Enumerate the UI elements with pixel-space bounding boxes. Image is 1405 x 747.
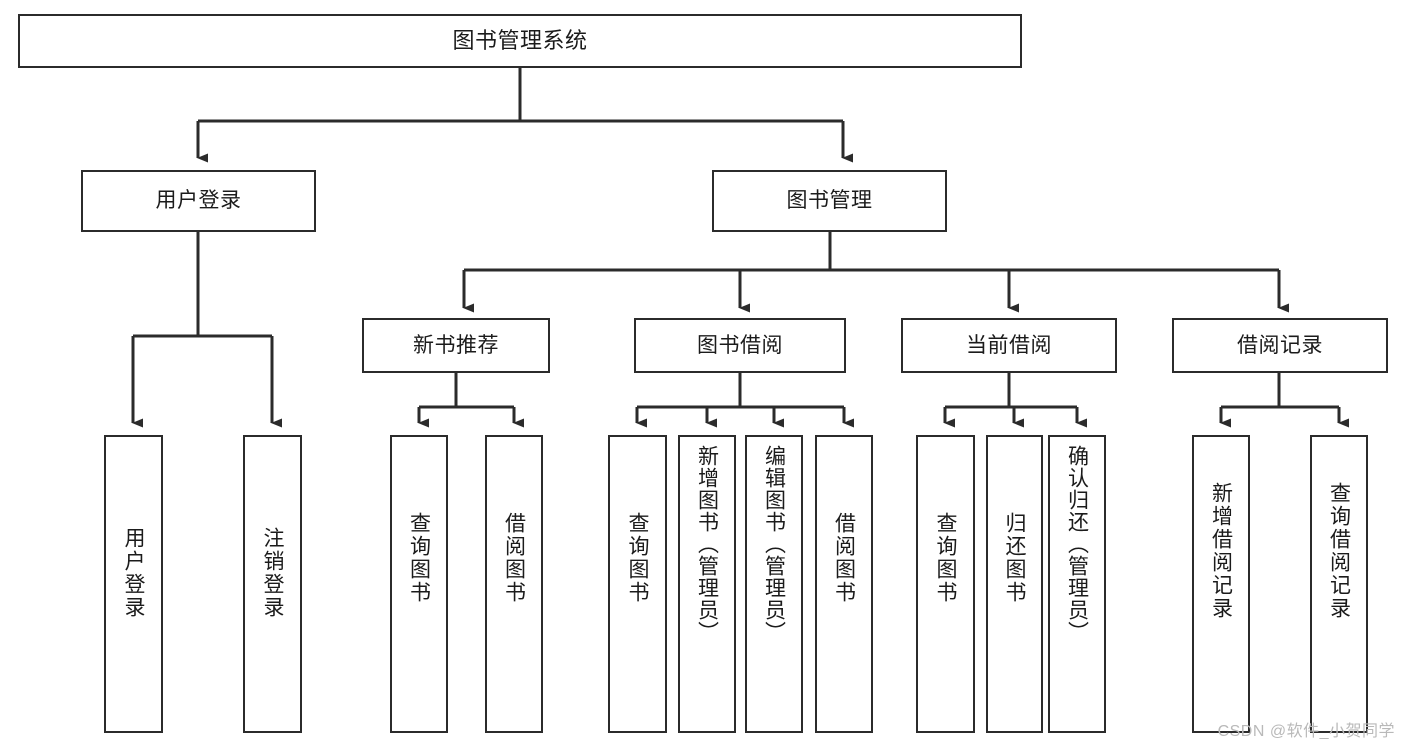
node-label: 新增借阅记录	[1209, 482, 1233, 620]
node-borrow-record[interactable]: 借阅记录	[1172, 318, 1388, 373]
leaf-query-book-current[interactable]: 查询图书	[916, 435, 975, 733]
leaf-borrow-book-recommend[interactable]: 借阅图书	[485, 435, 543, 733]
node-new-book-recommend[interactable]: 新书推荐	[362, 318, 550, 373]
node-book-management[interactable]: 图书管理	[712, 170, 947, 232]
node-label: 查询图书	[407, 512, 431, 604]
node-label: 用户登录	[122, 527, 145, 619]
leaf-logout-login[interactable]: 注销登录	[243, 435, 302, 733]
node-label: 借阅记录	[1237, 333, 1323, 357]
leaf-borrow-book-borrow[interactable]: 借阅图书	[815, 435, 873, 733]
node-label: 图书借阅	[697, 333, 783, 357]
node-label: 图书管理	[786, 189, 873, 213]
node-label: 新书推荐	[413, 333, 499, 357]
node-label: 查询借阅记录	[1327, 482, 1351, 620]
node-book-borrow[interactable]: 图书借阅	[634, 318, 846, 373]
node-label: 注销登录	[261, 527, 284, 619]
node-current-borrow[interactable]: 当前借阅	[901, 318, 1117, 373]
leaf-query-book-borrow[interactable]: 查询图书	[608, 435, 667, 733]
node-label: 新增图书（管理员）	[695, 445, 719, 643]
leaf-add-book-admin[interactable]: 新增图书（管理员）	[678, 435, 736, 733]
node-user-login[interactable]: 用户登录	[81, 170, 316, 232]
node-label: 查询图书	[934, 512, 957, 604]
leaf-return-book[interactable]: 归还图书	[986, 435, 1043, 733]
node-label: 归还图书	[1003, 512, 1026, 604]
node-label: 确认归还（管理员）	[1065, 445, 1089, 643]
leaf-query-borrow-record[interactable]: 查询借阅记录	[1310, 435, 1368, 733]
node-label: 借阅图书	[832, 512, 856, 604]
node-label: 当前借阅	[966, 333, 1052, 357]
node-label: 借阅图书	[502, 512, 526, 604]
node-label: 用户登录	[155, 189, 242, 213]
node-label: 查询图书	[626, 512, 649, 604]
leaf-edit-book-admin[interactable]: 编辑图书（管理员）	[745, 435, 803, 733]
leaf-add-borrow-record[interactable]: 新增借阅记录	[1192, 435, 1250, 733]
leaf-confirm-return-admin[interactable]: 确认归还（管理员）	[1048, 435, 1106, 733]
leaf-query-book-recommend[interactable]: 查询图书	[390, 435, 448, 733]
node-label: 编辑图书（管理员）	[762, 445, 786, 643]
node-root-book-management-system[interactable]: 图书管理系统	[18, 14, 1022, 68]
node-label: 图书管理系统	[452, 27, 588, 53]
leaf-user-login[interactable]: 用户登录	[104, 435, 163, 733]
